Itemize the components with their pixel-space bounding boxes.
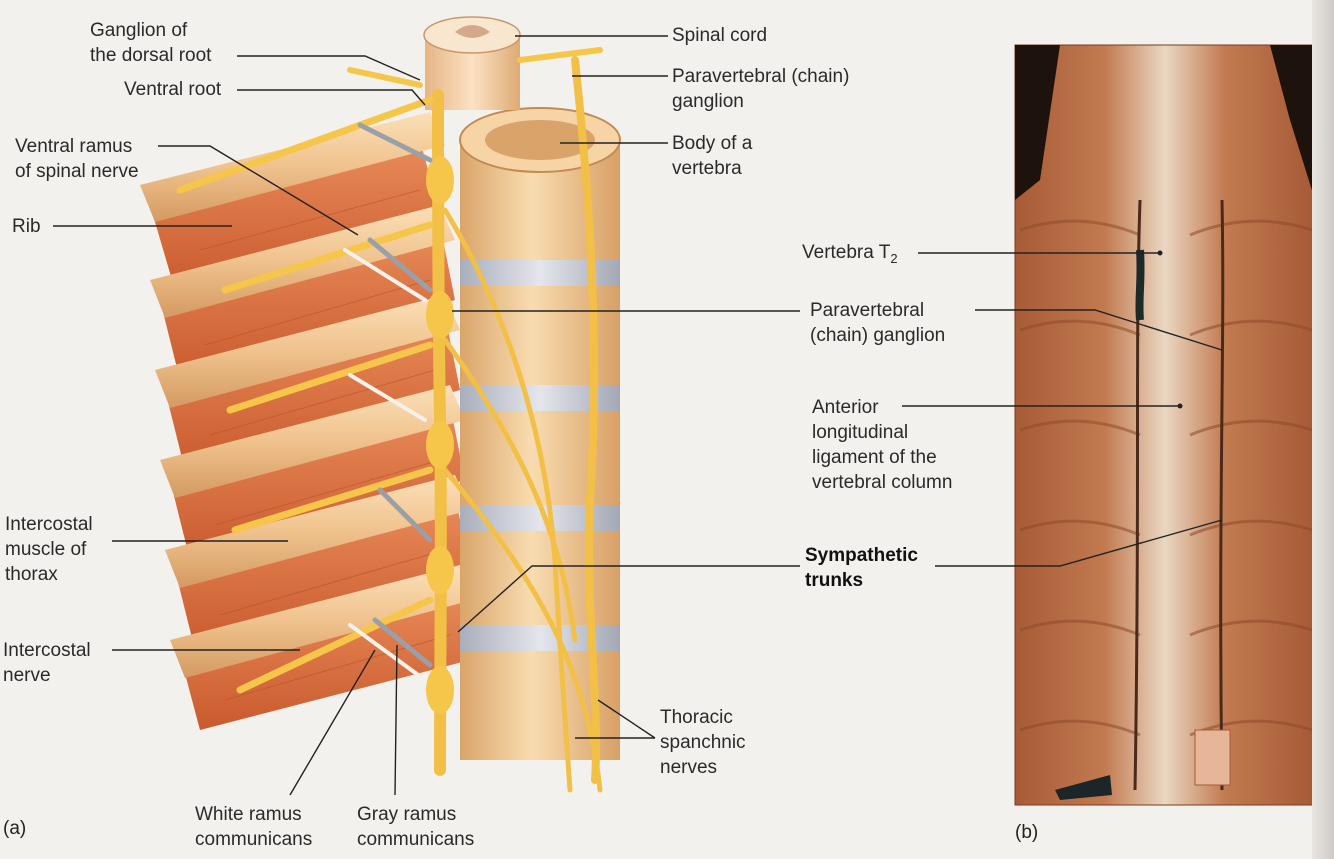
- label-vertebra-t2: Vertebra T2: [802, 240, 898, 271]
- label-intercostal-nerve: Intercostal nerve: [3, 640, 91, 686]
- label-ganglion-dorsal-root: Ganglion of the dorsal root: [90, 20, 212, 66]
- leader-lines: [53, 35, 1223, 796]
- rib: [140, 112, 445, 222]
- rib: [155, 295, 460, 408]
- label-paravertebral-ganglion-a: Paravertebral (chain) ganglion: [672, 66, 850, 112]
- label-gray-ramus: Gray ramus communicans: [357, 804, 475, 850]
- label-intercostal-muscle: Intercostal muscle of thorax: [5, 514, 93, 585]
- illustration-panel-a: [140, 16, 621, 793]
- label-thoracic-splanchnic: Thoracic spanchnic nerves: [660, 707, 746, 778]
- label-vertebra-t2-subscript: 2: [890, 250, 898, 266]
- label-anterior-ligament: Anterior longitudinal ligament of the ve…: [812, 397, 953, 493]
- rib: [160, 385, 465, 498]
- intercostal-muscle: [150, 140, 440, 290]
- photo-trunk-right: [1219, 199, 1225, 791]
- label-spinal-cord: Spinal cord: [672, 25, 768, 46]
- label-white-ramus: White ramus communicans: [195, 804, 313, 850]
- intercostal-muscle: [160, 225, 455, 380]
- spinal-cord-segment: [423, 16, 521, 110]
- label-rib: Rib: [12, 216, 41, 237]
- intercostal-muscle: [180, 585, 470, 730]
- panel-label-a: (a): [3, 818, 27, 839]
- label-body-of-vertebra: Body of a vertebra: [672, 133, 753, 179]
- label-paravertebral-ganglion-b: Paravertebral (chain) ganglion: [810, 300, 946, 346]
- page-edge: [1312, 0, 1334, 859]
- dissection-photo-panel-b: [1014, 44, 1316, 806]
- label-ventral-root: Ventral root: [124, 79, 222, 100]
- label-ventral-ramus: Ventral ramus of spinal nerve: [15, 136, 139, 182]
- intercostal-muscle: [175, 495, 470, 650]
- intercostal-muscle: [165, 315, 460, 470]
- label-vertebra-t2-text: Vertebra T: [802, 242, 891, 263]
- leader-dots: [1157, 250, 1183, 409]
- nerves: [176, 47, 603, 793]
- sympathetic-trunk-right: [571, 56, 600, 784]
- label-sympathetic-trunks: Sympathetic trunks: [805, 545, 918, 591]
- intercostal-muscle: [170, 405, 465, 560]
- panel-label-b: (b): [1015, 822, 1039, 843]
- ribs-and-muscles: [140, 112, 472, 730]
